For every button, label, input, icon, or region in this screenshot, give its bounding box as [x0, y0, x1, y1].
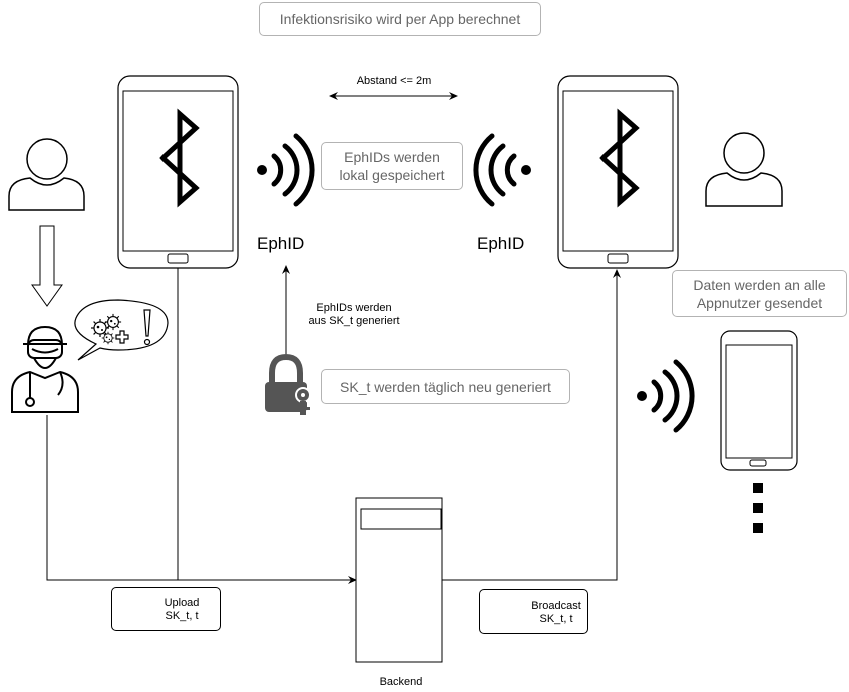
phone-left: [117, 75, 239, 269]
exclamation-icon: [143, 309, 151, 346]
doctor-to-backend-line: [46, 415, 357, 584]
backend-label: Backend: [379, 676, 423, 688]
signal-waves-icon-right: [473, 133, 531, 207]
note-ephids-stored: EphIDs werden lokal gespeichert: [321, 142, 463, 190]
note-risk-calculated: Infektionsrisiko wird per App berechnet: [259, 2, 541, 36]
phone-small: [720, 330, 798, 471]
connectors: [46, 92, 621, 584]
bluetooth-icon: [599, 108, 640, 208]
server-icon: [355, 497, 443, 663]
signal-waves-icon-left: [257, 133, 315, 207]
person-icon-right: [705, 132, 783, 207]
person-icon-left: [8, 138, 85, 211]
broadcast-value: SK_t, t: [539, 613, 573, 625]
ephids-generated-label: EphIDs werden aus SK_t generiert: [308, 302, 400, 327]
note-skt-daily: SK_t werden täglich neu generiert: [321, 369, 570, 404]
ellipsis-dots-icon: [753, 483, 763, 533]
signal-waves-icon-broadcast: [637, 359, 695, 433]
upload-value: SK_t, t: [165, 610, 199, 622]
broadcast-title: Broadcast: [531, 600, 581, 612]
distance-label: Abstand <= 2m: [356, 75, 432, 87]
backend-to-phone-line: [442, 269, 621, 581]
bluetooth-icon: [159, 108, 200, 208]
lock-key-icon: [265, 353, 311, 415]
upload-box: Upload SK_t, t: [111, 587, 221, 631]
down-arrow-icon: [31, 225, 63, 307]
note-broadcast-all: Daten werden an alle Appnutzer gesendet: [672, 270, 847, 317]
doctor-icon: [11, 325, 79, 413]
speech-bubble: [74, 299, 169, 361]
broadcast-box: Broadcast SK_t, t: [479, 589, 588, 634]
phone-right: [557, 75, 679, 269]
ephid-label-left: EphID: [257, 234, 305, 253]
upload-title: Upload: [164, 597, 200, 609]
ephid-label-right: EphID: [477, 234, 525, 253]
